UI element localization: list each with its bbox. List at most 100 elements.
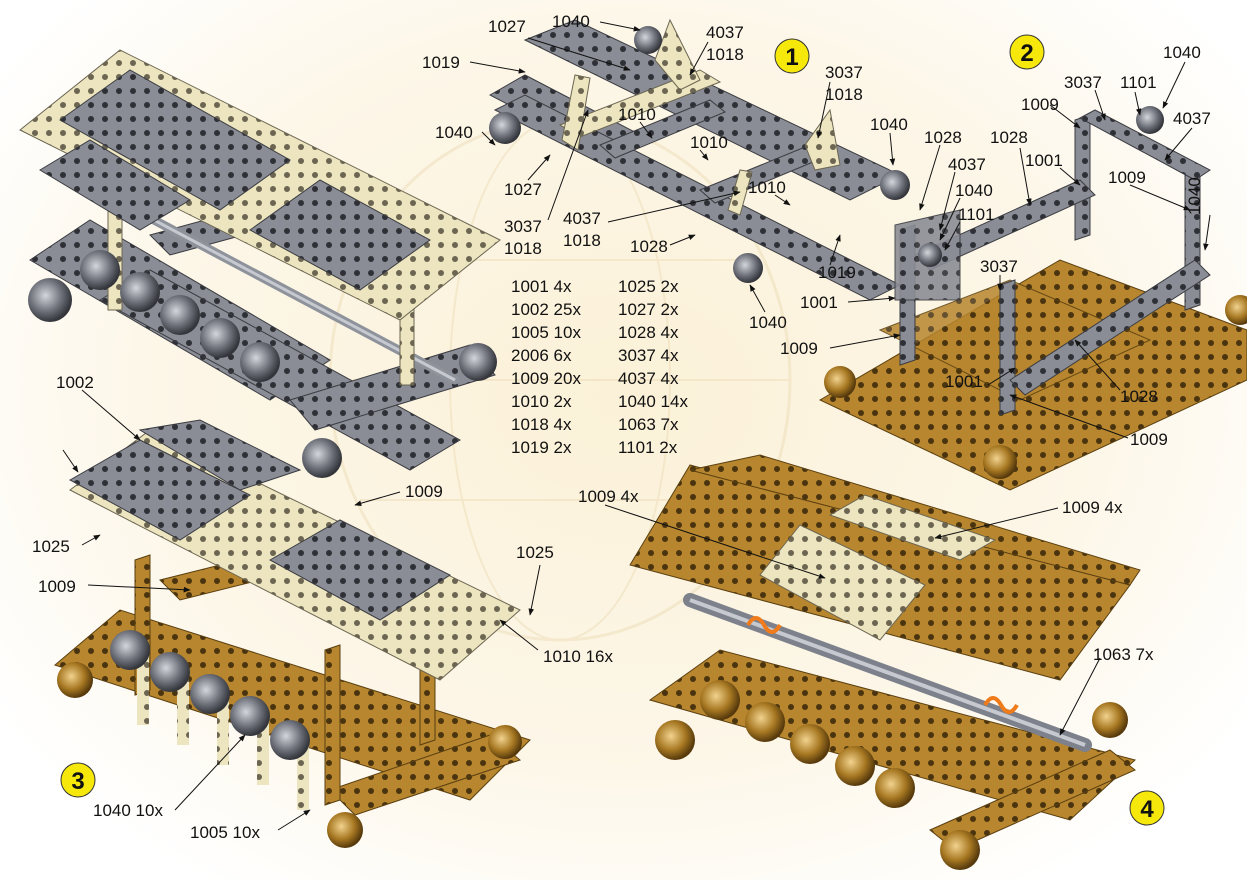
svg-text:1: 1 <box>785 44 798 71</box>
wheel <box>240 342 280 382</box>
roof-plate-cream <box>828 494 997 561</box>
parts-list-entry: 1063 7x <box>618 415 679 434</box>
part-callout: 1040 <box>435 123 473 142</box>
part-callout: 1018 <box>706 45 744 64</box>
spring-coil <box>983 696 1019 714</box>
part-callout: 1063 7x <box>1093 645 1154 664</box>
parts-list-entry: 1025 2x <box>618 277 679 296</box>
beam-grey <box>1009 259 1211 396</box>
part-callout: 3037 <box>980 257 1018 276</box>
callout-labels: 1019 1027 1040 4037 1018 3037 1018 1010 … <box>32 12 1211 842</box>
parts-list-entry: 1009 20x <box>511 369 581 388</box>
wheel <box>940 830 980 870</box>
step-badge-2: 2 <box>1009 34 1045 70</box>
wheel <box>327 812 363 848</box>
parts-list-entry: 1005 10x <box>511 323 581 342</box>
wheel <box>489 112 521 144</box>
part-callout: 4037 <box>1173 109 1211 128</box>
part-callout: 1002 <box>56 373 94 392</box>
wheel <box>190 674 230 714</box>
part-callout: 1027 <box>488 17 526 36</box>
part-callout: 1005 10x <box>190 823 260 842</box>
wheel <box>160 295 200 335</box>
svg-text:4: 4 <box>1140 796 1154 823</box>
part-callout: 1009 <box>1130 430 1168 449</box>
roof-plate-grey <box>249 179 431 291</box>
wheel <box>745 702 785 742</box>
part-callout: 1028 <box>630 237 668 256</box>
wheel <box>875 768 915 808</box>
part-callout: 1040 <box>552 12 590 31</box>
part-callout: 1009 <box>38 577 76 596</box>
axle-rod <box>689 598 1086 747</box>
wheel <box>120 272 160 312</box>
part-callout: 4037 <box>563 209 601 228</box>
roof-plate-grey <box>59 69 291 211</box>
wheel <box>983 445 1017 479</box>
wheel <box>57 662 93 698</box>
step-badge-3: 3 <box>60 762 96 798</box>
part-callout: 1018 <box>825 85 863 104</box>
wheel <box>200 318 240 358</box>
part-callout: 1018 <box>504 239 542 258</box>
step-2-assembly <box>818 106 1247 491</box>
parts-list-column-2: 1025 2x 1027 2x 1028 4x 3037 4x 4037 4x … <box>618 277 688 457</box>
part-callout: 1025 <box>32 537 70 556</box>
part-callout: 3037 <box>825 63 863 82</box>
wheel <box>28 278 72 322</box>
part-callout: 1027 <box>504 180 542 199</box>
part-callout: 1025 <box>516 543 554 562</box>
svg-text:3: 3 <box>71 768 84 795</box>
part-callout: 1101 <box>1120 73 1157 92</box>
part-callout: 1040 <box>749 313 787 332</box>
step-1-assembly <box>488 18 910 301</box>
part-callout: 1010 <box>748 178 786 197</box>
wheel <box>1225 295 1247 325</box>
parts-list-entry: 1010 2x <box>511 392 572 411</box>
part-callout: 1009 <box>1021 95 1059 114</box>
part-callout: 1040 10x <box>93 801 163 820</box>
wheel <box>634 26 662 54</box>
part-callout: 1040 <box>1163 43 1201 62</box>
step-badge-1: 1 <box>774 38 810 74</box>
parts-list-entry: 1001 4x <box>511 277 572 296</box>
parts-list-entry: 1018 4x <box>511 415 572 434</box>
upright-grey <box>1074 114 1091 241</box>
parts-list-entry: 1027 2x <box>618 300 679 319</box>
parts-list-entry: 1019 2x <box>511 438 572 457</box>
part-callout: 4037 <box>706 23 744 42</box>
track-hanger <box>137 650 149 725</box>
part-callout: 1040 <box>955 181 993 200</box>
wheel <box>835 746 875 786</box>
wheel <box>302 438 342 478</box>
parts-list-entry: 1040 14x <box>618 392 688 411</box>
frame-strip-grey <box>599 99 726 159</box>
roof-plate-grey <box>39 139 191 231</box>
part-callout: 1019 <box>818 263 856 282</box>
part-callout: 1010 16x <box>543 647 613 666</box>
svg-text:2: 2 <box>1020 40 1033 67</box>
parts-list-entry: 2006 6x <box>511 346 572 365</box>
parts-list-entry: 1028 4x <box>618 323 679 342</box>
wheel <box>655 720 695 760</box>
parts-list-entry: 3037 4x <box>618 346 679 365</box>
exploded-model-overview <box>19 49 501 478</box>
upright-grey <box>999 279 1016 416</box>
roof-plate-cream <box>759 524 926 641</box>
part-callout: 1028 <box>924 128 962 147</box>
roof-plate-grey <box>138 419 302 491</box>
roof-plate-grey <box>68 439 252 541</box>
part-callout: 1009 <box>1108 168 1146 187</box>
upright-gold <box>324 644 341 806</box>
wheel <box>150 652 190 692</box>
beam-grey <box>1078 109 1211 181</box>
wheel <box>700 680 740 720</box>
callout-leaders <box>62 21 1211 831</box>
wheel <box>790 724 830 764</box>
part-callout: 1028 <box>1120 387 1158 406</box>
part-callout: 1001 <box>945 372 983 391</box>
roof-plate-grey <box>268 519 452 621</box>
wheel <box>733 253 763 283</box>
wheel <box>80 250 120 290</box>
wheel <box>1092 702 1128 738</box>
